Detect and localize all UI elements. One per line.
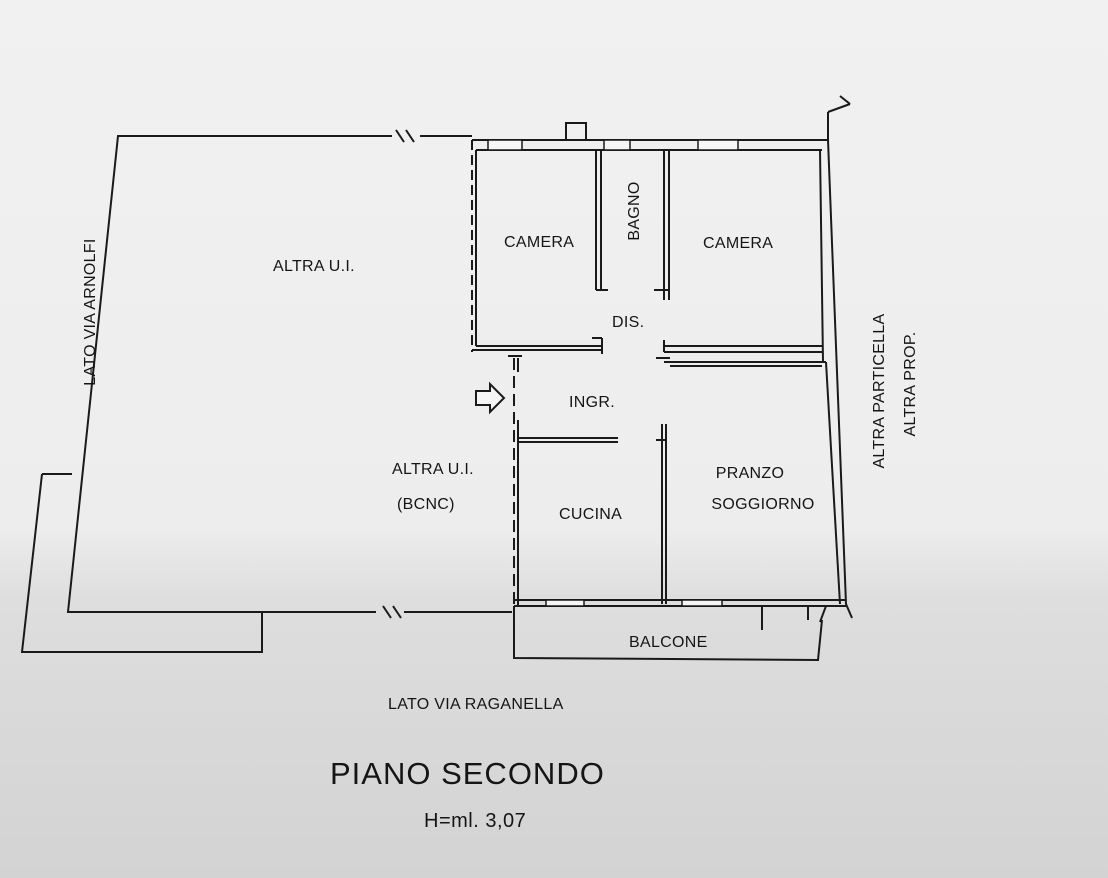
neighbor-label-altra-ui-bcnc: ALTRA U.I. [392, 461, 474, 478]
room-label-ingr: INGR. [569, 394, 615, 411]
room-label-pranzo: PRANZO [715, 465, 785, 482]
windows [487, 139, 739, 607]
drawing-title: PIANO SECONDO [330, 756, 605, 791]
room-label-cucina: CUCINA [559, 506, 623, 523]
room-label-soggiorno: SOGGIORNO [711, 496, 815, 513]
side-label-via-arnolfi: LATO VIA ARNOLFI [82, 238, 99, 386]
side-label-via-raganella: LATO VIA RAGANELLA [388, 696, 564, 713]
entrance-arrow-icon [475, 381, 506, 415]
neighbor-label-altra-ui: ALTRA U.I. [273, 258, 355, 275]
neighbor-label-bcnc: (BCNC) [397, 496, 455, 513]
apartment-walls [471, 95, 853, 662]
side-label-altra-particella: ALTRA PARTICELLA [871, 313, 888, 469]
room-label-dis: DIS. [612, 314, 645, 331]
height-note: H=ml. 3,07 [424, 810, 527, 832]
room-label-bagno: BAGNO [626, 181, 643, 241]
room-label-balcone: BALCONE [629, 634, 708, 651]
room-label-camera-left: CAMERA [504, 234, 575, 251]
room-label-camera-right: CAMERA [703, 235, 774, 252]
side-label-altra-prop: ALTRA PROP. [902, 331, 919, 437]
altra-ui-outline [20, 129, 512, 653]
